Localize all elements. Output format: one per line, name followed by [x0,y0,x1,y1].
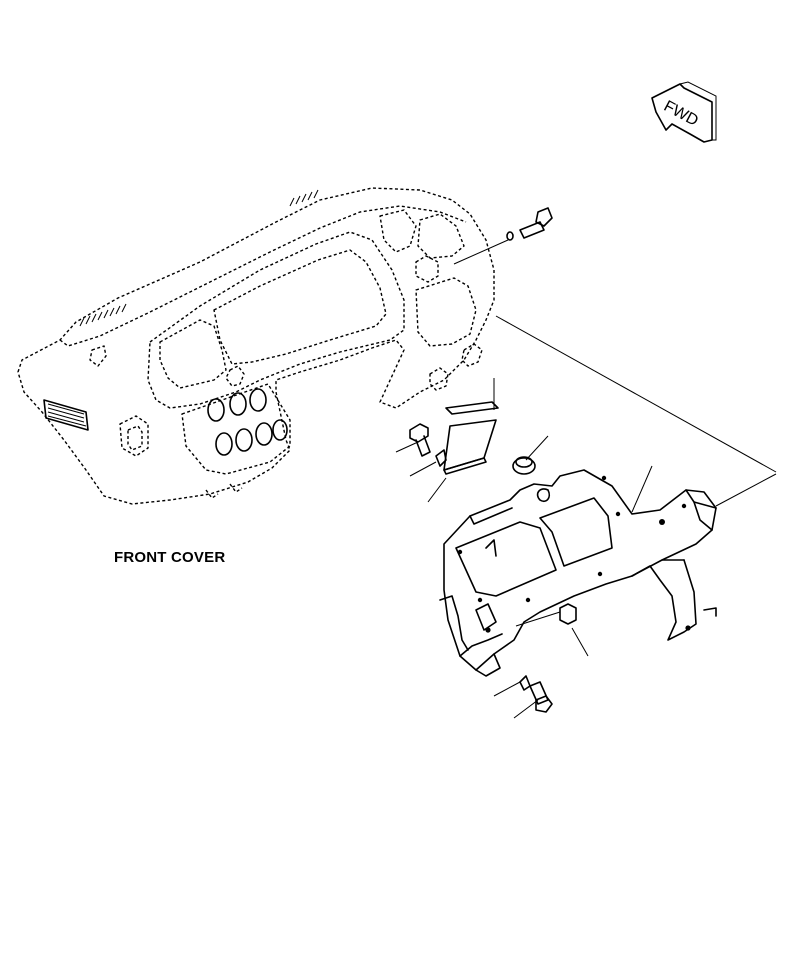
front-cover-outline [17,187,495,505]
main-bracket [439,469,717,677]
vent-grille [43,399,89,431]
front-cover-label: FRONT COVER [114,549,226,566]
fwd-arrow-text: FWD [661,98,701,130]
cover-top-vents [79,189,319,327]
bolt-left [409,423,447,467]
bolt-upper [506,207,553,241]
leader-lines [395,239,777,719]
fwd-arrow-icon: FWD [651,81,717,143]
gasket-plate [443,401,499,475]
grommet [512,456,536,475]
switch-panel [181,383,291,475]
bolt-lower [519,675,553,713]
spacer-block [559,603,577,625]
